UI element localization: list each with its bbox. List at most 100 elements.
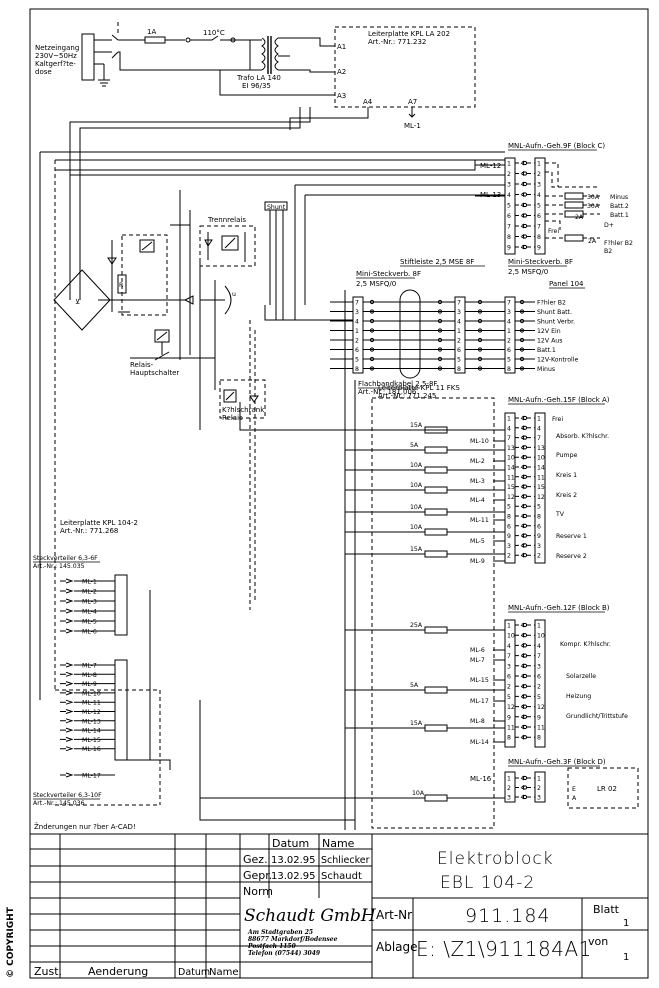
block-a-pin-4-left: 13 (507, 445, 515, 452)
block-d-signal-e: E (572, 786, 576, 793)
relay-left: R ⊻ u (53, 234, 236, 331)
mini-right-pin-3: 4 (507, 319, 511, 326)
block-a-pin-4-wire (515, 444, 535, 450)
mini-right-pin-7: 5 (507, 357, 511, 364)
block-a-pin-5-right: 10 (537, 455, 545, 462)
block-b-signal-grundlicht: Grundlicht/Trittstufe (566, 713, 628, 720)
block-a-pin-11-right: 8 (537, 514, 541, 521)
panel-104-signal-2: Shunt Batt. (537, 309, 572, 316)
block-d-pin-1-right: 1 (537, 776, 541, 783)
power-input-label-1: Netzeingang (35, 44, 79, 52)
block-c-pin-4-wire (515, 192, 535, 197)
power-input-label-2: 230V~50Hz (35, 52, 77, 60)
svg-text:B2: B2 (604, 248, 612, 255)
ablage-label: Ablage (376, 940, 418, 954)
pin-a3: A3 (337, 92, 346, 100)
mini-right-pin-6: 6 (507, 347, 511, 354)
block-a-signal-absorb: Absorb. K?hlschr. (556, 433, 609, 440)
block-c-pin-7-contact (522, 223, 528, 229)
mini-mid-pin-6: 6 (457, 347, 461, 354)
panel-104-title: Panel 104 (549, 280, 584, 288)
block-c-pin-7-left: 7 (507, 224, 511, 231)
block-b-pin-9-left: 12 (507, 704, 515, 711)
block-b-pin-4-left: 7 (507, 653, 511, 660)
block-d-pin-1-contact (522, 775, 528, 781)
block-b-pin-4-wire (515, 653, 535, 659)
company-addr-3: Postfach 1150 (247, 943, 297, 950)
block-b-pin-12-left: 8 (507, 735, 511, 742)
block-a-pin-9-contact (522, 494, 528, 499)
mini-contact-c-3 (477, 318, 483, 324)
block-b-pin-8-contact (522, 694, 528, 699)
block-b-pin-6-wire (515, 673, 535, 679)
block-b-pin-2-contact (522, 633, 528, 638)
gepr-name: Schaudt (321, 871, 362, 882)
block-a-signal-reserve1: Reserve 1 (556, 533, 587, 540)
block-b-pin-1-right: 1 (537, 623, 541, 630)
sv10-wire-2 (60, 671, 115, 677)
block-b-ml-2: ML-7 (470, 657, 485, 664)
block-c-pin-3-wire (515, 181, 535, 187)
sv6-item-4: ML-4 (82, 609, 97, 616)
block-a-pin-5-wire (515, 454, 535, 460)
block-a-signal-pumpe: Pumpe (556, 452, 577, 459)
block-b-ml-3: ML-15 (470, 677, 489, 684)
panel-104-signal-7: 12V-Kontrolle (537, 357, 578, 364)
power-input: Netzeingang 230V~50Hz Kaltgerf?te- dose (35, 22, 250, 87)
panel-104-signal-3: Shunt Verbr. (537, 319, 575, 326)
title-line-1: Elektroblock (437, 849, 554, 869)
block-a-signal-kreis1: Kreis 1 (556, 472, 577, 479)
board-la202-art: Art.-Nr.: 771.232 (368, 38, 426, 46)
mini-contact-d-6 (519, 347, 525, 352)
block-c-pin-8-contact (522, 234, 528, 239)
block-c-pin-4-contact (522, 192, 528, 197)
block-a-fuse-4 (424, 486, 448, 494)
block-a-pin-10-wire (515, 503, 535, 509)
block-a-signal-frei: Frei (552, 416, 563, 423)
mini-contact-a-1 (369, 299, 375, 305)
block-c-pin-5-contact (522, 202, 528, 208)
sv6-wire-5 (60, 618, 115, 624)
block-a-ml-3: ML-3 (470, 478, 485, 485)
svg-text:⊻: ⊻ (75, 298, 80, 306)
fuse-30a-2: 30A (587, 203, 600, 210)
block-a-ml-2: ML-2 (470, 458, 485, 465)
blatt-label: Blatt (593, 903, 620, 916)
block-a-fuse-6 (424, 528, 448, 536)
block-b-pin-12-wire (515, 734, 535, 740)
block-b-pin-10-wire (515, 714, 535, 720)
mini-right-pin-4: 1 (507, 328, 511, 335)
block-b-pin-4-contact (522, 653, 528, 658)
block-b-pin-2-right: 10 (537, 633, 545, 640)
block-b-pin-7-right: 2 (537, 684, 541, 691)
power-input-label-3: Kaltgerf?te- (35, 60, 76, 68)
fuse-2a-1: 2A (575, 214, 584, 221)
block-a-fuse-7 (424, 550, 448, 558)
stiftleiste: Stiftleiste 2,5 MSE 8F Mini-Steckverb. 8… (330, 258, 585, 396)
block-b-signal-kompr: Kompr. K?hlschr. (560, 641, 611, 648)
gepr-date: 13.02.95 (271, 871, 316, 882)
panel-104-signal-5: 12V Aus (537, 338, 562, 345)
trafo-name: Trafo LA 140 (236, 74, 281, 82)
block-a-pin-14-right: 3 (537, 543, 541, 550)
block-a-pin-1-contact (522, 415, 528, 421)
block-b-pin-3-left: 4 (507, 643, 511, 650)
block-d-pin-2-contact (522, 785, 528, 790)
board-11fks: Leiterplatte KPL 11 FKS Art.-Nr.: 771.24… (371, 384, 495, 829)
block-a-pin-9-right: 12 (537, 494, 545, 501)
sv10-item-2: ML-8 (82, 672, 97, 679)
block-a-ml-6: ML-5 (470, 538, 485, 545)
block-a-pin-12-wire (515, 523, 535, 529)
ml-16-label: ML-16 (470, 775, 492, 783)
block-c-ml-wires (475, 164, 505, 197)
block-d-pin-1-left: 1 (507, 776, 511, 783)
block-a-pin-12-left: 6 (507, 523, 511, 530)
mini-contact-d-4 (519, 328, 525, 333)
shunt: Shunt (264, 201, 288, 320)
block-a-pin-10-right: 5 (537, 504, 541, 511)
block-d-pin-3-right: 3 (537, 795, 541, 802)
block-a-pin-3-wire (515, 435, 535, 441)
block-b-ml-4: ML-17 (470, 698, 489, 705)
zust-label: Zust. (34, 965, 62, 978)
sv10-wire-3 (60, 681, 115, 687)
